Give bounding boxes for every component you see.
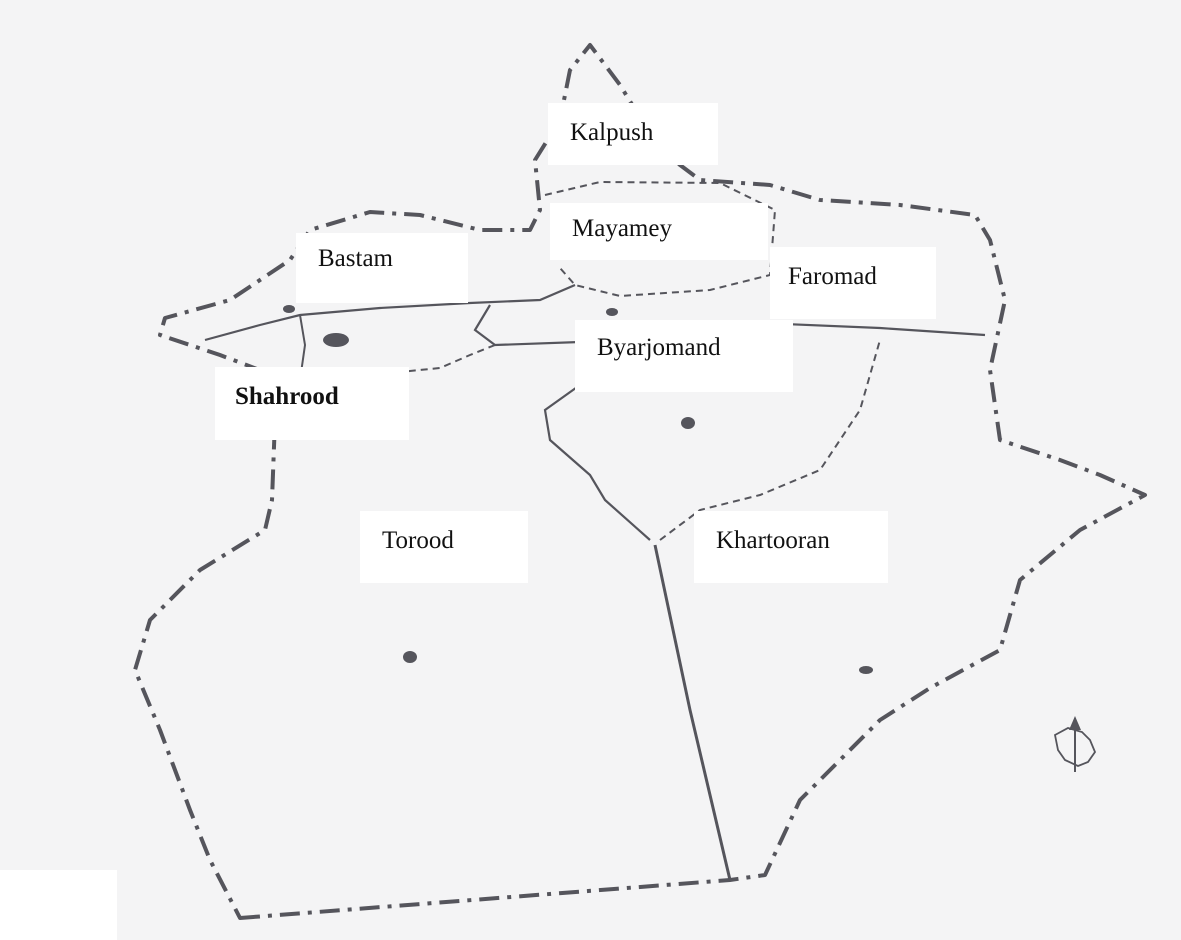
boundary-khartooran-dashed xyxy=(659,339,881,541)
boundary-byarjomand-faromad xyxy=(759,321,986,337)
label-faromad: Faromad xyxy=(770,247,936,319)
label-kalpush: Kalpush xyxy=(548,103,718,165)
city-dot-torood xyxy=(403,651,417,663)
boundary-torood-khartooran xyxy=(653,544,732,881)
blank-corner-box xyxy=(0,870,117,940)
city-dot-byarjomand xyxy=(681,417,695,429)
outer-boundary xyxy=(133,43,1147,920)
city-dot-khartooran xyxy=(859,666,873,674)
label-khartooran: Khartooran xyxy=(694,511,888,583)
city-dot-mayamey xyxy=(606,308,618,316)
label-mayamey: Mayamey xyxy=(550,203,768,260)
iran-locator-icon xyxy=(1053,727,1097,767)
boundary-bastam-south xyxy=(204,283,576,342)
label-bastam: Bastam xyxy=(296,233,468,303)
north-arrow-icon xyxy=(1069,716,1081,772)
label-byarjomand: Byarjomand xyxy=(575,320,793,392)
boundary-torood-west xyxy=(543,384,651,541)
label-torood: Torood xyxy=(360,511,528,583)
label-shahrood: Shahrood xyxy=(215,367,409,440)
boundary-bastam-byarjomand xyxy=(473,304,581,347)
city-dot-bastam xyxy=(283,305,295,313)
city-dot-shahrood xyxy=(323,333,349,347)
